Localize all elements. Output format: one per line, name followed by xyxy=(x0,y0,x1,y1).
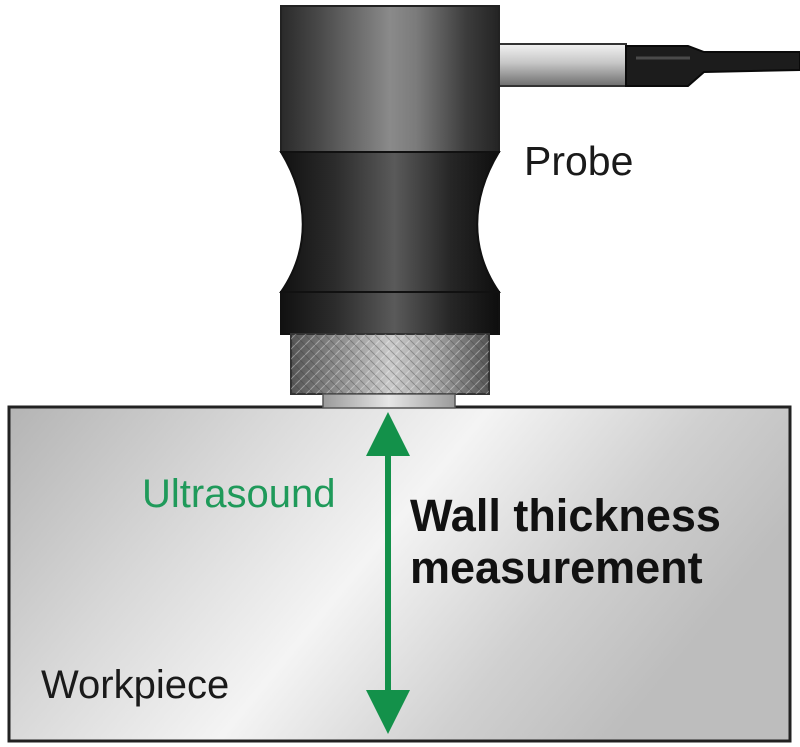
wall-thickness-line1: Wall thickness xyxy=(410,490,721,541)
workpiece-block xyxy=(7,405,792,743)
probe-connector xyxy=(497,43,627,87)
workpiece-label: Workpiece xyxy=(41,663,230,707)
wall-thickness-line2: measurement xyxy=(410,542,703,593)
probe-label: Probe xyxy=(524,138,634,184)
double-headed-arrow-icon xyxy=(366,412,410,734)
wall-thickness-title: Wall thickness measurement xyxy=(410,490,721,594)
ultrasound-label: Ultrasound xyxy=(142,472,336,516)
ultrasonic-probe-icon xyxy=(279,5,627,409)
cable-icon xyxy=(625,45,800,87)
